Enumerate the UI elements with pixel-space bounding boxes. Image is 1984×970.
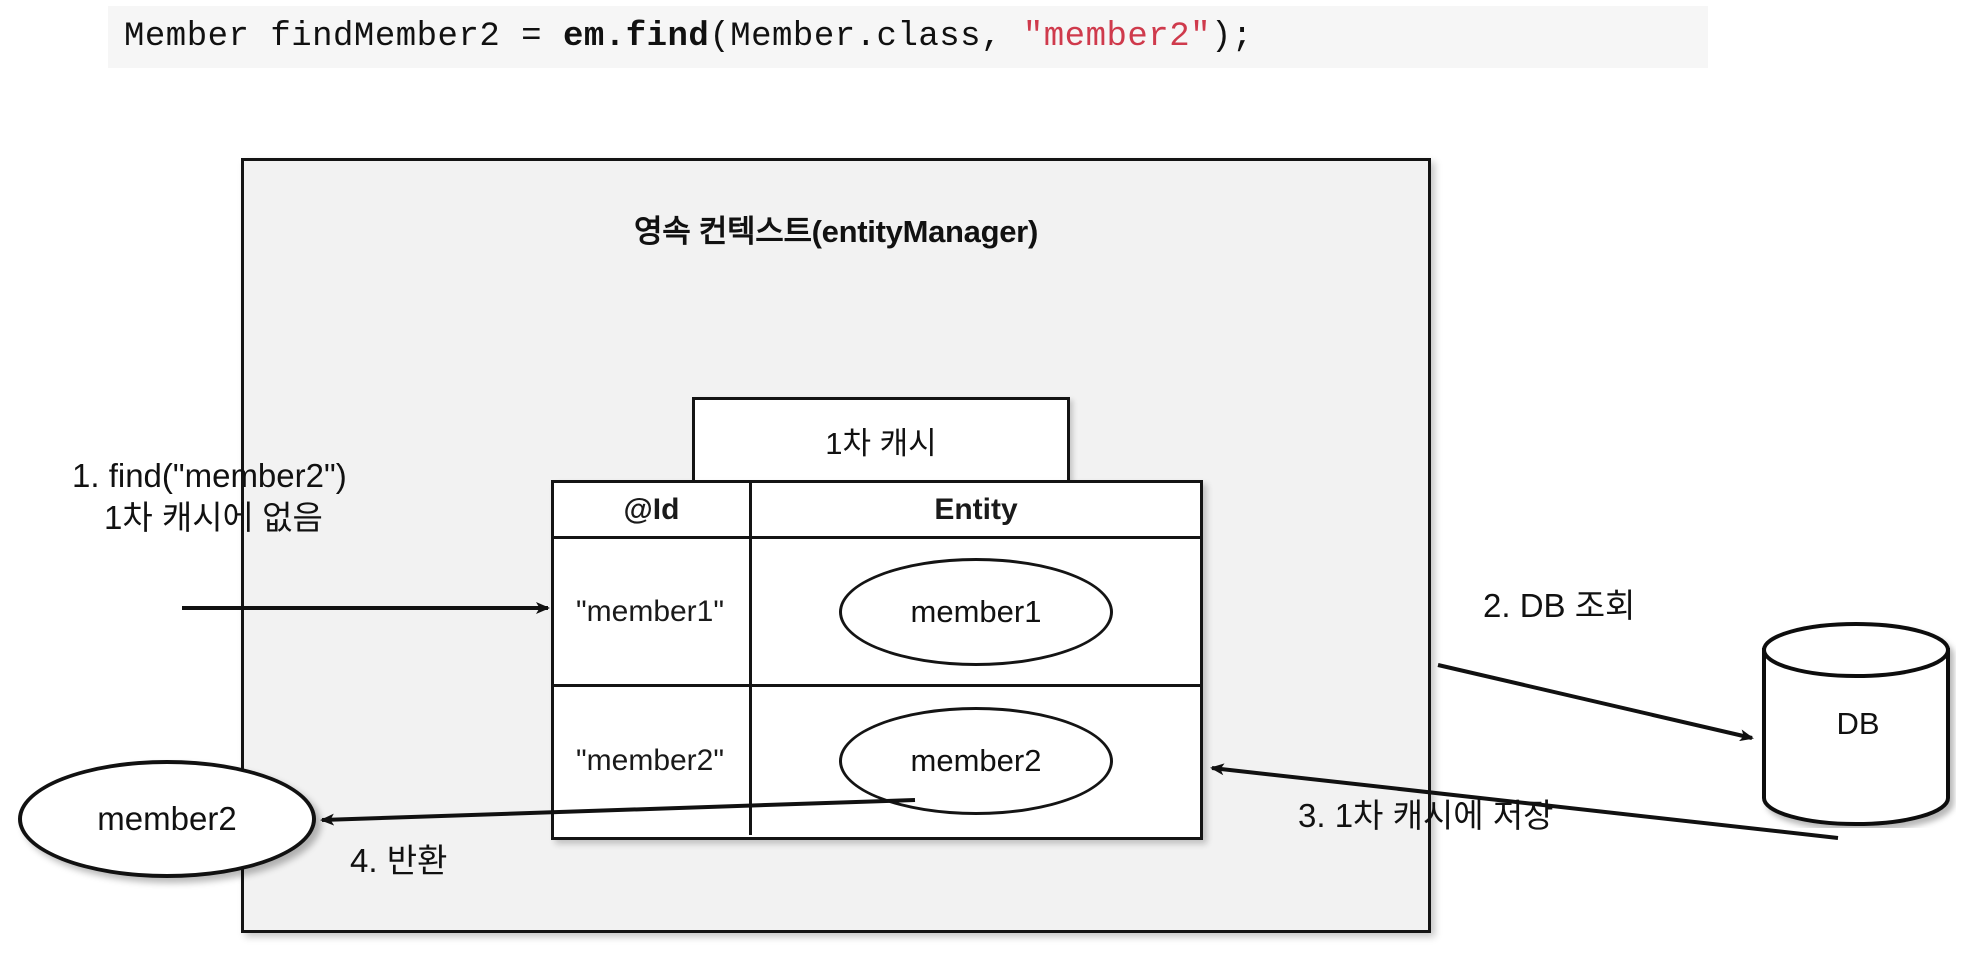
table-header-row: @Id Entity (554, 483, 1200, 539)
table-row: "member1" member1 (554, 539, 1200, 687)
arrow-step2-db-query (1437, 663, 1754, 742)
persistence-context-title: 영속 컨텍스트(entityManager) (634, 214, 1038, 249)
step-1-line-2: 1차 캐시에 없음 (104, 499, 323, 537)
cell-id-member2: "member2" (554, 687, 752, 835)
column-header-entity: Entity (934, 492, 1018, 526)
cell-id-member1: "member1" (554, 539, 752, 684)
code-snippet-bar: Member findMember2 = em.find(Member.clas… (108, 6, 1708, 68)
table-row: "member2" member2 (554, 687, 1200, 835)
code-snippet-text: Member findMember2 = em.find(Member.clas… (124, 18, 1253, 56)
first-level-cache-table: @Id Entity "member1" member1 "member2" m… (551, 480, 1203, 840)
step-2-label: 2. DB 조회 (1483, 587, 1636, 624)
code-segment-plain-2: (Member.class, (709, 18, 1023, 56)
step-1-label: 1. find("member2") 1차 캐시에 없음 (72, 455, 347, 539)
code-segment-plain-3: ); (1211, 18, 1253, 56)
column-header-id: @Id (554, 483, 752, 536)
code-segment-plain-1: Member findMember2 = (124, 18, 563, 56)
code-segment-string-literal: "member2" (1022, 18, 1212, 56)
database-cylinder-icon (1762, 622, 1950, 826)
cell-entity-member1: member1 (752, 539, 1200, 684)
returned-entity-ellipse: member2 (18, 760, 316, 878)
first-level-cache-tab: 1차 캐시 (692, 397, 1070, 483)
cell-entity-member2: member2 (752, 687, 1200, 835)
code-segment-em-find: em.find (562, 18, 710, 56)
step-4-label: 4. 반환 (350, 842, 448, 879)
step-3-label: 3. 1차 캐시에 저장 (1298, 797, 1554, 834)
step-1-line-1: 1. find("member2") (72, 457, 347, 494)
entity-ellipse-member1: member1 (839, 557, 1113, 666)
entity-ellipse-member2: member2 (839, 707, 1113, 815)
